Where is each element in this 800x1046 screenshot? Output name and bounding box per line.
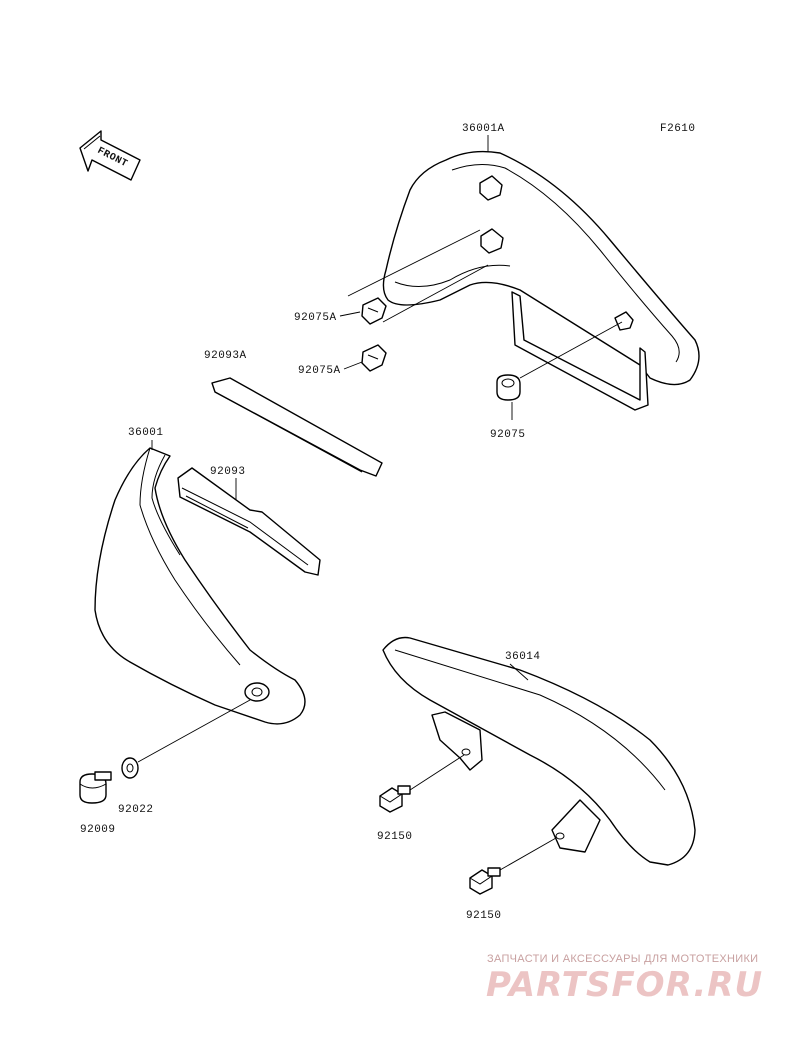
front-arrow-icon: FRONT xyxy=(79,130,141,181)
callout-92075A-lower: 92075A xyxy=(298,365,341,377)
clip-92075A-upper xyxy=(361,297,387,325)
washer-92022 xyxy=(121,757,139,779)
watermark-logo: PARTSFOR.RU xyxy=(486,965,763,1005)
callout-92093A: 92093A xyxy=(204,350,247,362)
callout-92022: 92022 xyxy=(118,804,154,816)
callout-92075: 92075 xyxy=(490,429,526,441)
bolt-92150-rear xyxy=(469,867,501,895)
bolt-92009 xyxy=(79,771,112,804)
bolt-92150-front xyxy=(379,785,411,813)
rubber-strip-92093 xyxy=(177,467,321,576)
rubber-strip-92093A xyxy=(211,377,383,477)
callout-92150-front: 92150 xyxy=(377,831,413,843)
callout-92093: 92093 xyxy=(210,466,246,478)
callout-36001A: 36001A xyxy=(462,123,505,135)
watermark-caption: ЗАПЧАСТИ И АКСЕССУАРЫ ДЛЯ МОТОТЕХНИКИ xyxy=(487,953,758,965)
side-cover-right xyxy=(382,150,700,411)
callout-92009: 92009 xyxy=(80,824,116,836)
side-cover-left xyxy=(94,447,306,725)
chain-cover xyxy=(382,636,696,866)
callout-92150-rear: 92150 xyxy=(466,910,502,922)
clip-92075A-lower xyxy=(361,344,387,372)
callout-92075A-upper: 92075A xyxy=(294,312,337,324)
figure-code: F2610 xyxy=(660,123,696,135)
grommet-92075 xyxy=(496,374,521,401)
callout-36014: 36014 xyxy=(505,651,541,663)
callout-36001: 36001 xyxy=(128,427,164,439)
